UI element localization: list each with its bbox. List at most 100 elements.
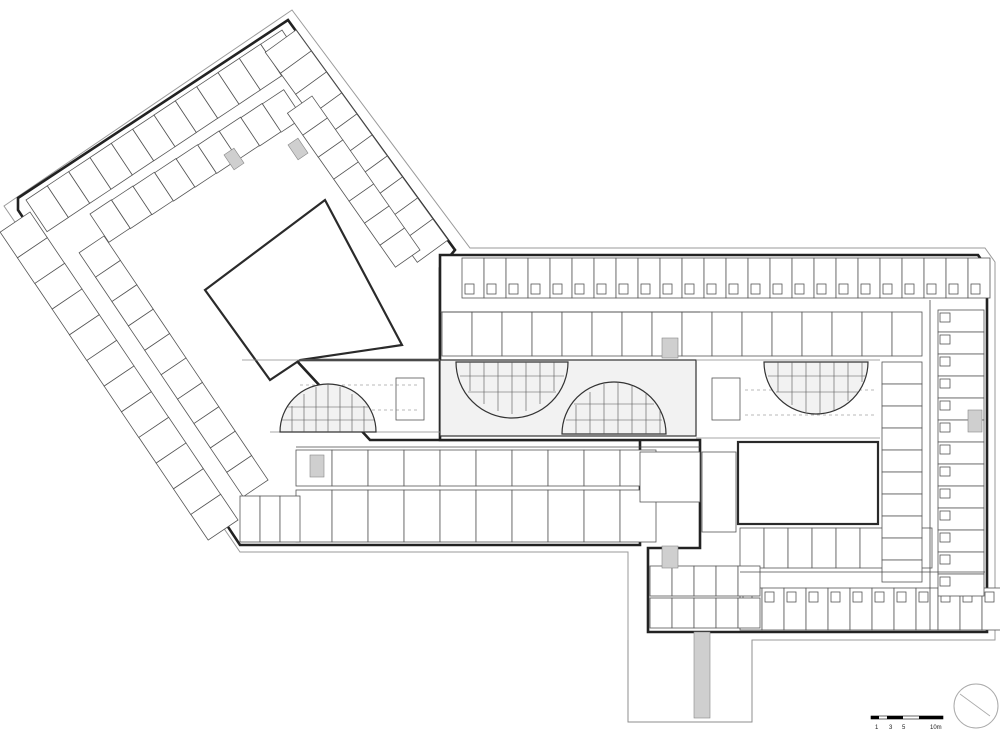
stair-core-5 [223,147,245,171]
patient-room [881,537,923,561]
stair-core-1 [661,337,679,359]
service-room [711,311,743,357]
service-room [511,449,549,487]
service-room [811,527,837,569]
bathroom [939,444,951,455]
patient-room [261,89,304,133]
bathroom [874,591,885,603]
bathroom [882,283,893,295]
bathroom [706,283,717,295]
treatment-room [547,489,585,543]
bathroom [794,283,805,295]
skylight-dome-2 [455,361,569,419]
bathroom [939,400,951,411]
stair-core-6 [287,137,309,161]
patient-room [190,493,239,541]
service-room [331,449,369,487]
patient-room [881,559,923,583]
stair-core-2 [661,545,679,569]
bathroom [662,283,673,295]
bathroom [786,591,797,603]
bathroom [939,334,951,345]
lift-lobby [701,451,737,533]
bathroom [838,283,849,295]
service-room [475,449,513,487]
service-room [693,565,717,597]
bathroom [552,283,563,295]
service-room [439,449,477,487]
treatment-room [475,489,513,543]
bathroom [896,591,907,603]
patient-rooms-north [441,257,991,357]
bathroom [728,283,739,295]
bathroom [984,591,995,603]
bathroom [508,283,519,295]
patient-room [881,471,923,495]
bathroom [860,283,871,295]
service-room [739,527,765,569]
bathroom [750,283,761,295]
service-room [501,311,533,357]
service-room [859,527,885,569]
east-courtyard [736,440,880,526]
bathroom [816,283,827,295]
service-room [693,597,717,629]
stair-core-3 [967,409,983,433]
patient-room [881,449,923,473]
patient-room [226,455,269,498]
bathroom [939,532,951,543]
bathroom [486,283,497,295]
bathroom [640,283,651,295]
skylight-dome-1 [279,383,377,433]
service-room [787,527,813,569]
bathroom [918,591,929,603]
treatment-room [295,489,333,543]
service-room [671,597,695,629]
service-room [531,311,563,357]
service-room [671,565,695,597]
scale-bar: 1 3 5 10m [870,715,944,731]
service-room [561,311,593,357]
treatment-room [439,489,477,543]
treatment-room [367,489,405,543]
patient-room [881,361,923,385]
bathroom [530,283,541,295]
bathroom [939,466,951,477]
bathroom [618,283,629,295]
treatment-room [331,489,369,543]
bathroom [574,283,585,295]
patient-rooms-west [0,29,449,541]
bathroom [939,488,951,499]
skylight-dome-4 [763,361,869,415]
service-room [763,527,789,569]
patient-room [881,515,923,539]
service-room [547,449,585,487]
bathroom [970,283,981,295]
patient-room [881,383,923,407]
treatment-room [583,489,621,543]
scale-tick-1: 1 [875,725,879,731]
north-arrow-icon [953,683,999,729]
bathroom [939,576,951,587]
service-room [279,495,301,543]
service-room [801,311,833,357]
entrance-canopy [627,640,753,723]
bathroom [939,554,951,565]
service-room [715,597,739,629]
bathroom [904,283,915,295]
bathroom [939,510,951,521]
service-room [737,597,761,629]
scale-tick-5: 5 [902,725,906,731]
patient-rooms-east [881,309,985,597]
patient-room [881,493,923,517]
scale-tick-10m: 10m [930,725,942,731]
service-room [649,565,673,597]
service-room [741,311,773,357]
service-room [403,449,441,487]
bathroom [764,591,775,603]
service-room [737,565,761,597]
bathroom [596,283,607,295]
bathroom [772,283,783,295]
atrium-core-east [711,377,741,421]
patient-room [881,405,923,429]
